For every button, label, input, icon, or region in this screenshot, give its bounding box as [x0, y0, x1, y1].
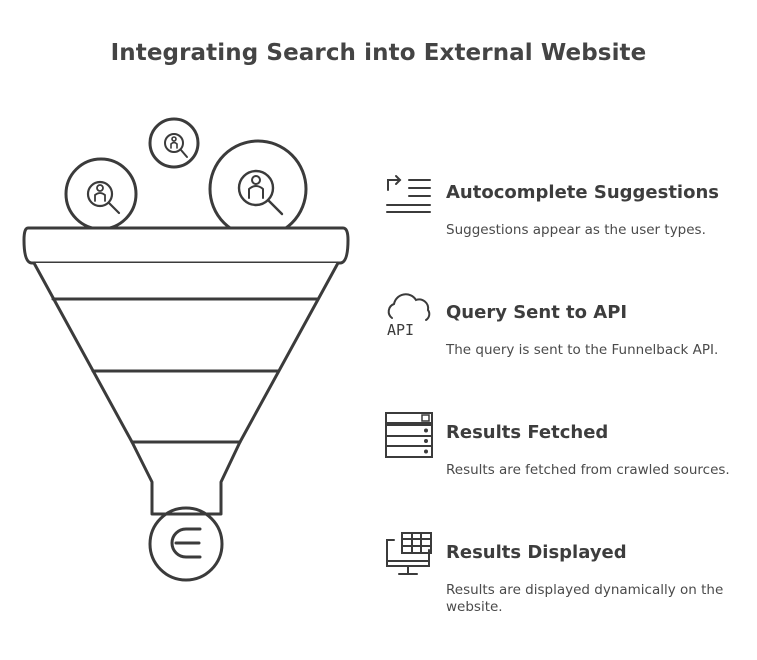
api-label: API: [387, 321, 414, 338]
step-title: Autocomplete Suggestions: [446, 182, 719, 203]
list-arrow-icon: [386, 175, 431, 213]
page-title: Integrating Search into External Website: [110, 40, 647, 66]
user-search-icon: [148, 117, 200, 169]
monitor-table-icon: [386, 532, 432, 575]
step-description: Results are displayed dynamically on the…: [446, 582, 724, 615]
step-description: Suggestions appear as the user types.: [446, 222, 706, 238]
step-title: Results Fetched: [446, 422, 609, 443]
step-title: Query Sent to API: [446, 302, 628, 323]
funnel-rim: [22, 226, 350, 265]
user-search-icon: [64, 157, 138, 231]
step-description: The query is sent to the Funnelback API.: [446, 342, 719, 358]
step-title: Results Displayed: [446, 542, 627, 563]
server-rack-icon: [385, 412, 433, 458]
user-search-icon: [208, 139, 308, 239]
output-logo-icon: [148, 506, 224, 582]
funnel-body: [32, 261, 340, 516]
step-description: Results are fetched from crawled sources…: [446, 462, 730, 478]
cloud-api-icon: API: [387, 293, 431, 338]
